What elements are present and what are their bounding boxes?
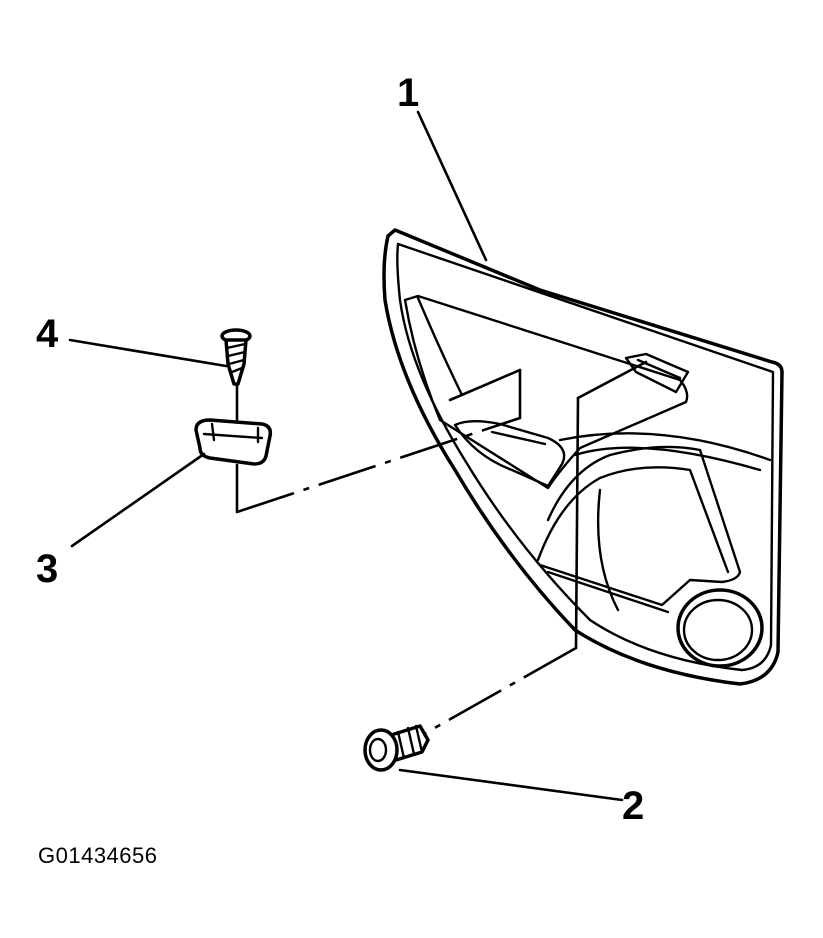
door-trim-panel <box>382 228 784 686</box>
assembly-lines <box>235 360 648 736</box>
bracket-clip <box>194 418 273 466</box>
screw <box>220 328 252 386</box>
callout-4-screw: 4 <box>36 312 59 356</box>
callout-2-push-pin-retainer: 2 <box>622 784 645 828</box>
callout-1-door-trim-panel: 1 <box>397 71 420 115</box>
figure-id-label: G01434656 <box>38 843 158 868</box>
callout-3-bracket-clip: 3 <box>36 547 59 591</box>
push-pin-retainer <box>363 724 430 772</box>
leader-lines <box>68 110 624 802</box>
